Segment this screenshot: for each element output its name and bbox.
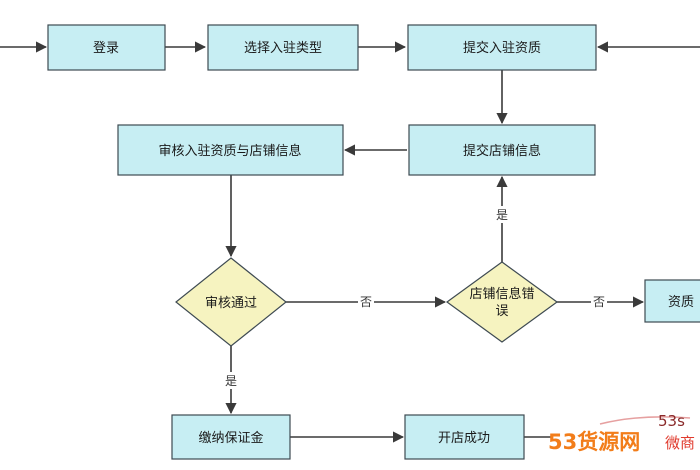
edge-label-yes-deposit: 是	[225, 374, 237, 388]
watermark: 53s 53货源网 微商	[548, 412, 695, 454]
node-submit-qualification: 提交入驻资质	[407, 24, 597, 71]
node-qualification-partial: 资质	[644, 279, 700, 323]
node-pay-deposit-label: 缴纳保证金	[198, 430, 263, 446]
node-submit-store-info: 提交店铺信息	[408, 124, 596, 176]
node-store-opened-label: 开店成功	[438, 431, 490, 446]
watermark-main-text: 53货源网	[548, 430, 640, 454]
edges	[0, 41, 700, 443]
node-review-pass-decision: 审核通过	[175, 257, 287, 347]
node-review-label: 审核入驻资质与店铺信息	[158, 143, 301, 159]
node-store-info-error-decision: 店铺信息错 误	[445, 261, 559, 343]
node-login-label: 登录	[93, 41, 119, 56]
node-login: 登录	[47, 24, 166, 71]
node-store-info-error-label-1: 店铺信息错	[469, 286, 534, 302]
watermark-top-text: 53s	[658, 412, 685, 430]
node-submit-qualification-label: 提交入驻资质	[463, 40, 541, 56]
node-submit-store-info-label: 提交店铺信息	[463, 143, 541, 159]
node-pay-deposit: 缴纳保证金	[171, 414, 291, 460]
edge-label-yes-store: 是	[496, 208, 508, 222]
edge-label-no-qualification: 否	[593, 295, 605, 309]
edge-label-no-error: 否	[360, 295, 372, 309]
node-store-info-error-label-2: 误	[495, 304, 508, 319]
node-review: 审核入驻资质与店铺信息	[117, 124, 344, 176]
node-qualification-partial-label: 资质	[668, 295, 694, 310]
node-select-type-label: 选择入驻类型	[244, 41, 322, 56]
watermark-swoosh	[599, 416, 691, 425]
watermark-side-text: 微商	[665, 434, 695, 452]
edge-labels: 否 否 是 是	[223, 206, 607, 389]
node-select-type: 选择入驻类型	[207, 24, 359, 71]
node-store-opened: 开店成功	[404, 414, 525, 460]
node-review-pass-label: 审核通过	[205, 296, 257, 311]
